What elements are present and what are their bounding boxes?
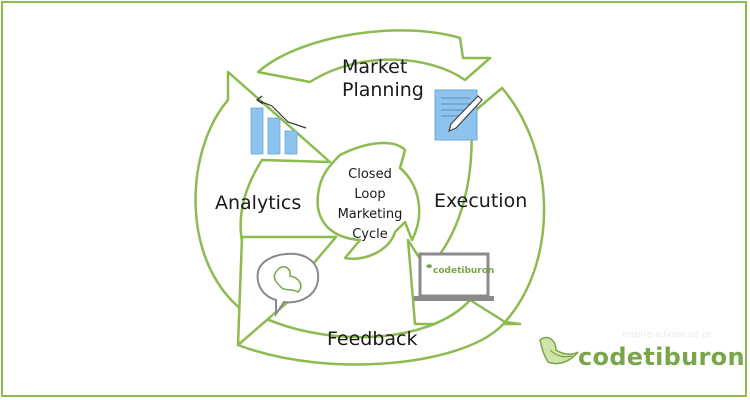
- chart-icon: [250, 95, 307, 155]
- laptop-screen-text: codetiburon: [433, 266, 495, 276]
- stage-label-market-planning: Market Planning: [342, 56, 424, 102]
- inner-loop: [316, 141, 421, 261]
- stage-label-feedback: Feedback: [327, 328, 418, 350]
- brand-tagline: inspire advanced pr: [622, 330, 712, 340]
- center-label-line3: Marketing: [337, 207, 403, 222]
- stage-label-market-planning-line2: Planning: [342, 79, 424, 101]
- stage-label-market-planning-line1: Market: [342, 56, 408, 78]
- shark-logo-icon: [539, 336, 579, 365]
- notepad-icon: [434, 89, 483, 141]
- laptop-icon: [414, 252, 494, 301]
- center-label-line2: Loop: [354, 187, 386, 202]
- center-label-line4: Cycle: [352, 227, 388, 242]
- stage-label-execution: Execution: [434, 190, 528, 212]
- stage-label-analytics: Analytics: [215, 192, 302, 214]
- arrow-top: [256, 29, 492, 84]
- brand-name: codetiburon: [578, 343, 745, 371]
- speech-bubble-icon: [256, 252, 320, 318]
- center-label-line1: Closed: [348, 167, 392, 182]
- center-label: Closed Loop Marketing Cycle: [330, 165, 410, 245]
